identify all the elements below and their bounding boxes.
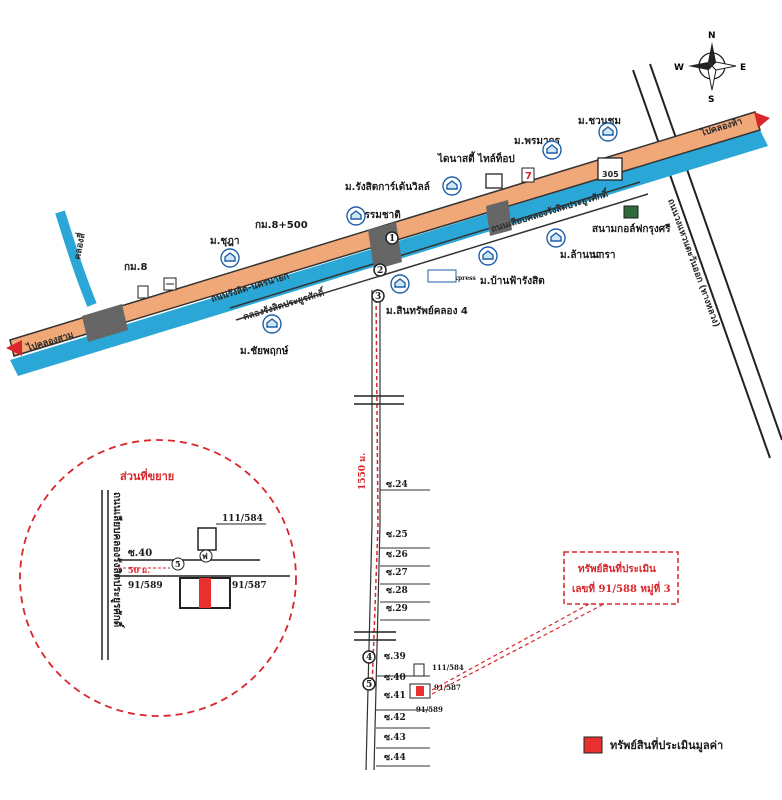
golf-icon xyxy=(623,205,639,219)
detail-distance: 50 ม. xyxy=(128,565,150,575)
house-icon xyxy=(478,246,498,266)
right-end-arrow xyxy=(754,112,770,128)
svg-text:2: 2 xyxy=(377,266,383,276)
legend-label: ทรัพย์สินที่ประเมินมูลค่า xyxy=(610,737,723,753)
property-line2: เลขที่ 91/588 หมู่ที่ 3 xyxy=(572,581,671,596)
house-icon xyxy=(546,228,566,248)
house-icon xyxy=(542,140,562,160)
svg-text:N: N xyxy=(708,31,716,41)
bridge-left xyxy=(82,304,128,342)
legend-swatch xyxy=(583,736,603,754)
lotus-icon xyxy=(427,269,457,283)
soi-label: ซ.29 xyxy=(386,604,408,614)
svg-text:W: W xyxy=(674,63,684,73)
svg-text:305: 305 xyxy=(602,170,619,179)
soi-label: ซ.39 xyxy=(384,652,406,662)
detail-circle: ส่วนที่ขยาย ถนนเลียบคลองรังสิตประยูรศักด… xyxy=(19,439,297,717)
soi-label: ซ.44 xyxy=(384,753,406,763)
house-icon xyxy=(220,248,240,268)
shop-icon xyxy=(163,277,177,291)
svg-text:5: 5 xyxy=(366,680,372,690)
soi-label: ซ.43 xyxy=(384,733,406,743)
soi-label: ซ.42 xyxy=(384,713,406,723)
place-km8: กม.8 xyxy=(124,262,147,273)
detail-marker-a: 5 xyxy=(175,559,181,569)
house-icon xyxy=(346,206,366,226)
svg-text:S: S xyxy=(708,95,714,105)
marker-1: 1 xyxy=(385,231,399,245)
dynasty-box xyxy=(485,173,503,189)
detail-road-label: ถนนเลียบคลองรังสิตประยูรศักดิ์ xyxy=(110,492,125,629)
svg-text:4: 4 xyxy=(366,653,372,663)
property-callout: ทรัพย์สินที่ประเมิน เลขที่ 91/588 หมู่ที… xyxy=(563,551,679,605)
soi-road xyxy=(354,290,404,771)
place-m-chuanchom: ม.ชวนชม xyxy=(578,116,621,127)
small-plot-right: 91/587 xyxy=(434,683,461,692)
house-icon xyxy=(442,176,462,196)
marker-2: 2 xyxy=(373,263,387,277)
bridge-mid xyxy=(368,222,402,270)
legend: ทรัพย์สินที่ประเมินมูลค่า xyxy=(583,736,723,754)
seven-eleven-icon: 7 xyxy=(521,167,535,183)
highway-shield-icon: 305 xyxy=(597,157,623,181)
detail-plot-right: 91/587 xyxy=(232,581,267,591)
marker-3: 3 xyxy=(371,289,385,303)
place-m-chutha: ม.ชุฎา xyxy=(210,236,240,247)
soi-label: ซ.40 xyxy=(384,673,406,683)
detail-plot-top: 111/584 xyxy=(222,514,263,524)
km-post-icon xyxy=(137,285,149,299)
compass-icon: N S E W xyxy=(674,31,746,105)
svg-text:7: 7 xyxy=(525,171,532,182)
distance-label: 1550 ม. xyxy=(358,453,368,490)
small-property-plot xyxy=(409,663,431,699)
soi-label: ซ.27 xyxy=(386,568,408,578)
soi-label: ซ.25 xyxy=(386,530,408,540)
canal-side-road xyxy=(229,181,641,309)
place-m-chaiyaphruk: ม.ชัยพฤกษ์ xyxy=(240,345,289,357)
detail-soi: ซ.40 xyxy=(128,548,152,559)
left-end-arrow xyxy=(6,340,22,356)
house-icons xyxy=(220,122,618,334)
place-m-nara: นารา xyxy=(592,250,615,261)
soi-label: ซ.28 xyxy=(386,586,408,596)
place-m-sinsap: ม.สินทรัพย์คลอง 4 xyxy=(386,305,468,317)
svg-text:E: E xyxy=(740,63,746,73)
svg-text:1: 1 xyxy=(389,234,395,244)
detail-plot-left: 91/589 xyxy=(128,581,163,591)
marker-4: 4 xyxy=(362,650,376,664)
house-icon xyxy=(262,314,282,334)
place-dynasty: ไดนาสตี้ ไทล์ท็อป xyxy=(437,151,515,165)
place-m-banfa: ม.บ้านฟ้ารังสิต xyxy=(480,275,545,287)
small-plot-bottom: 91/589 xyxy=(416,705,443,714)
property-line1: ทรัพย์สินที่ประเมิน xyxy=(578,561,656,575)
soi-label: ซ.26 xyxy=(386,550,408,560)
side-canal xyxy=(55,210,97,307)
house-icon xyxy=(598,122,618,142)
highway-label: ถนนวงแหวนตะวันออก (ทางหลวง) xyxy=(665,197,722,329)
place-golf: สนามกอล์ฟกรุงศรี xyxy=(592,223,671,235)
small-plot-top: 111/584 xyxy=(432,663,464,672)
svg-text:3: 3 xyxy=(375,292,381,302)
place-m-lanna: ม.ล้านนา xyxy=(560,249,601,261)
target-property xyxy=(199,578,211,608)
place-km8-500: กม.8+500 xyxy=(255,220,308,231)
marker-5: 5 xyxy=(362,677,376,691)
detail-title: ส่วนที่ขยาย xyxy=(120,468,174,483)
soi-label: ซ.41 xyxy=(384,691,406,701)
soi-label: ซ.24 xyxy=(386,480,408,490)
bridge-right xyxy=(486,200,512,236)
house-icon xyxy=(390,274,410,294)
property-connector xyxy=(431,597,601,691)
detail-marker-b: ฟ xyxy=(202,551,208,561)
place-m-promakorn: ม.พรมากร xyxy=(514,136,561,147)
place-m-rangsit-center: ม.รังสิตการ์เด้นวิลล์ xyxy=(345,181,430,193)
highway xyxy=(632,63,782,459)
